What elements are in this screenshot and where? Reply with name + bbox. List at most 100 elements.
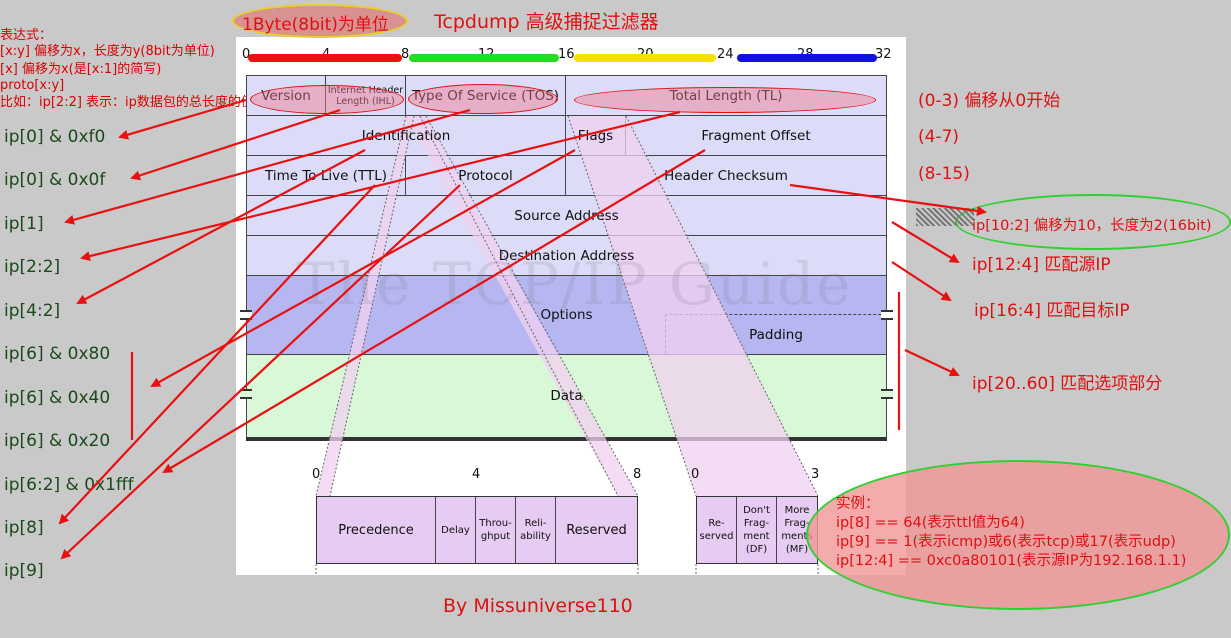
tos-reliability: Reli-ability (516, 497, 556, 563)
intro-line-4: 比如：ip[2:2] 表示：ip数据包的总长度的值 (0, 95, 254, 110)
range-note-8-15: (8-15) (918, 164, 970, 184)
expr-ip4-2: ip[4:2] (4, 301, 61, 321)
field-protocol: Protocol (458, 167, 513, 184)
byte-bar-1 (248, 54, 402, 62)
page-title: Tcpdump 高级捕捉过滤器 (434, 11, 659, 33)
arrow-ihl (130, 108, 341, 181)
example-line-3: ip[12:4] == 0xc0a80101(表示源IP为192.168.1.1… (836, 553, 1187, 569)
col-line-tos (565, 75, 566, 115)
intro-line-1: [x:y] 偏移为x，长度为y(8bit为单位) (0, 44, 215, 59)
row-line-3 (246, 195, 887, 196)
field-identification: Identification (361, 127, 451, 144)
field-ttl: Time To Live (TTL) (264, 167, 387, 184)
tos-tick-8: 8 (633, 467, 642, 482)
checksum-note-hatch (916, 208, 974, 226)
range-note-4-7: (4-7) (918, 127, 960, 147)
arrow-ttl (58, 184, 376, 525)
col-line-protocol (565, 155, 566, 195)
byte-bar-2 (409, 54, 559, 62)
watermark: The TCP/IP Guide (296, 250, 853, 318)
tos-precedence: Precedence (317, 497, 436, 563)
field-source: Source Address (514, 207, 619, 224)
range-note-0-3: (0-3) 偏移从0开始 (918, 91, 1061, 111)
expr-ip8: ip[8] (4, 518, 44, 538)
byte-bar-3 (574, 54, 716, 62)
arrow-fragment-offset (162, 149, 706, 474)
intro-line-2: [x] 偏移为x(是[x:1]的简写) (0, 62, 162, 77)
break-mark-right-1 (881, 310, 893, 320)
break-mark-left-2 (240, 389, 252, 399)
arrow-tos (64, 108, 471, 225)
flag-tick-0: 0 (691, 467, 700, 482)
version-ihl-ellipse (250, 85, 404, 114)
tos-guide-edge-3 (419, 115, 619, 497)
intro-line-0: 表达式： (0, 28, 53, 43)
tos-ellipse (408, 84, 558, 114)
tos-tick-4: 4 (472, 467, 481, 482)
row-line-4 (246, 235, 887, 236)
field-checksum: Header Checksum (664, 167, 788, 184)
flag-more-fragments: More Frag-ments (MF) (781, 505, 813, 555)
arrow-destination (891, 261, 952, 302)
checksum-note: ip[10:2] 偏移为10，长度为2(16bit) (972, 218, 1212, 234)
arrow-source (891, 221, 960, 264)
tos-tick-0: 0 (312, 467, 321, 482)
bit-tick-8: 8 (401, 47, 410, 62)
example-line-2: ip[9] == 1(表示icmp)或6(表示tcp)或17(表示udp) (836, 534, 1176, 550)
expr-ip6-80: ip[6] & 0x80 (4, 344, 111, 364)
row-line-5 (246, 275, 887, 276)
expr-ip6-40: ip[6] & 0x40 (4, 388, 111, 408)
field-fragment-offset: Fragment Offset (701, 127, 811, 144)
col-line-ttl (405, 155, 406, 195)
total-length-ellipse (574, 87, 876, 113)
tos-throughput: Throu-ghput (476, 497, 516, 563)
tos-expansion-guide-left (316, 116, 414, 496)
field-data: Data (550, 388, 583, 404)
flag-tick-3: 3 (811, 467, 820, 482)
flags-guide-edge-1 (567, 115, 697, 497)
row-line-1 (246, 115, 887, 116)
flag-dont-fragment: Don't Frag-ment (DF) (737, 497, 777, 563)
unit-label: 1Byte(8bit)为单位 (242, 15, 389, 35)
bit-tick-0: 0 (242, 47, 251, 62)
byte-bar-4 (737, 54, 877, 62)
break-mark-right-2 (881, 389, 893, 399)
arrow-total-length (80, 110, 681, 261)
example-line-1: ip[8] == 64(表示ttl值为64) (836, 515, 1025, 531)
flags-expansion-box (696, 496, 818, 564)
flags-guide-edge-2 (625, 115, 819, 497)
field-options: Options (540, 307, 593, 323)
arrow-flags (150, 149, 576, 387)
arrow-options (904, 349, 960, 377)
bit-tick-16: 16 (558, 47, 575, 62)
break-mark-left-1 (240, 310, 252, 320)
arrow-identification (76, 149, 366, 304)
examples-ellipse (806, 460, 1230, 610)
row-line-6 (246, 354, 887, 355)
unit-label-ellipse (232, 4, 408, 38)
bit-tick-32: 32 (875, 47, 892, 62)
bit-tick-24: 24 (717, 47, 734, 62)
options-note: ip[20..60] 匹配选项部分 (972, 374, 1163, 394)
flags-expansion-guide (568, 116, 818, 496)
arrow-checksum (789, 183, 987, 216)
author-credit: By Missuniverse110 (443, 595, 633, 617)
field-padding: Padding (749, 326, 803, 343)
dst-ip-note: ip[16:4] 匹配目标IP (974, 301, 1130, 321)
tos-guide-edge-1 (315, 115, 407, 497)
tos-expansion-box (316, 496, 638, 564)
table-bottom-border (246, 437, 887, 441)
tos-delay: Delay (436, 497, 476, 563)
arrow-version (118, 98, 247, 140)
expr-ip2-2: ip[2:2] (4, 257, 61, 277)
col-line-ident (565, 115, 566, 155)
expr-ip1: ip[1] (4, 214, 44, 234)
arrow-protocol (60, 184, 461, 560)
tos-guide-edge-4 (425, 115, 639, 497)
expr-ip9: ip[9] (4, 561, 44, 581)
flag-reserved: Re-served (697, 497, 737, 563)
expr-ip0-f0: ip[0] & 0xf0 (4, 127, 106, 147)
example-line-0: 实例： (836, 496, 880, 512)
tos-reserved: Reserved (566, 522, 627, 538)
